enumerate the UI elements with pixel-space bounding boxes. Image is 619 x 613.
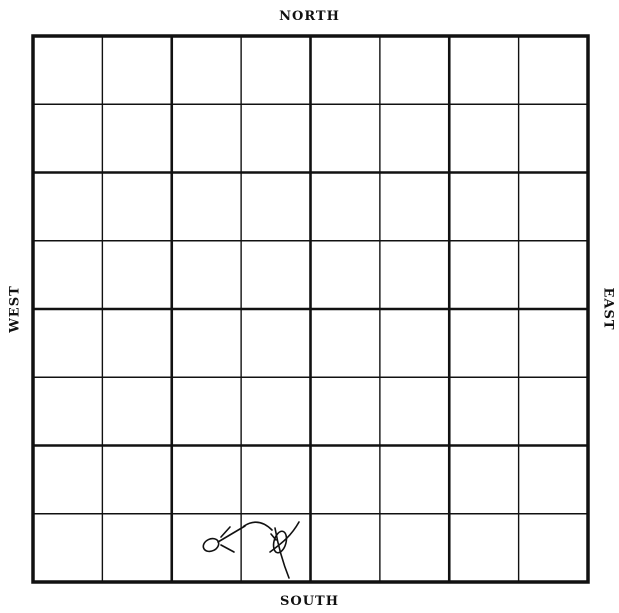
east-label: EAST	[601, 287, 616, 330]
grid-lines	[33, 36, 588, 582]
knot-figure	[270, 522, 299, 578]
west-label: WEST	[8, 285, 23, 333]
arrow-figure	[201, 522, 272, 554]
north-label: NORTH	[0, 9, 619, 24]
south-label: SOUTH	[0, 594, 619, 609]
